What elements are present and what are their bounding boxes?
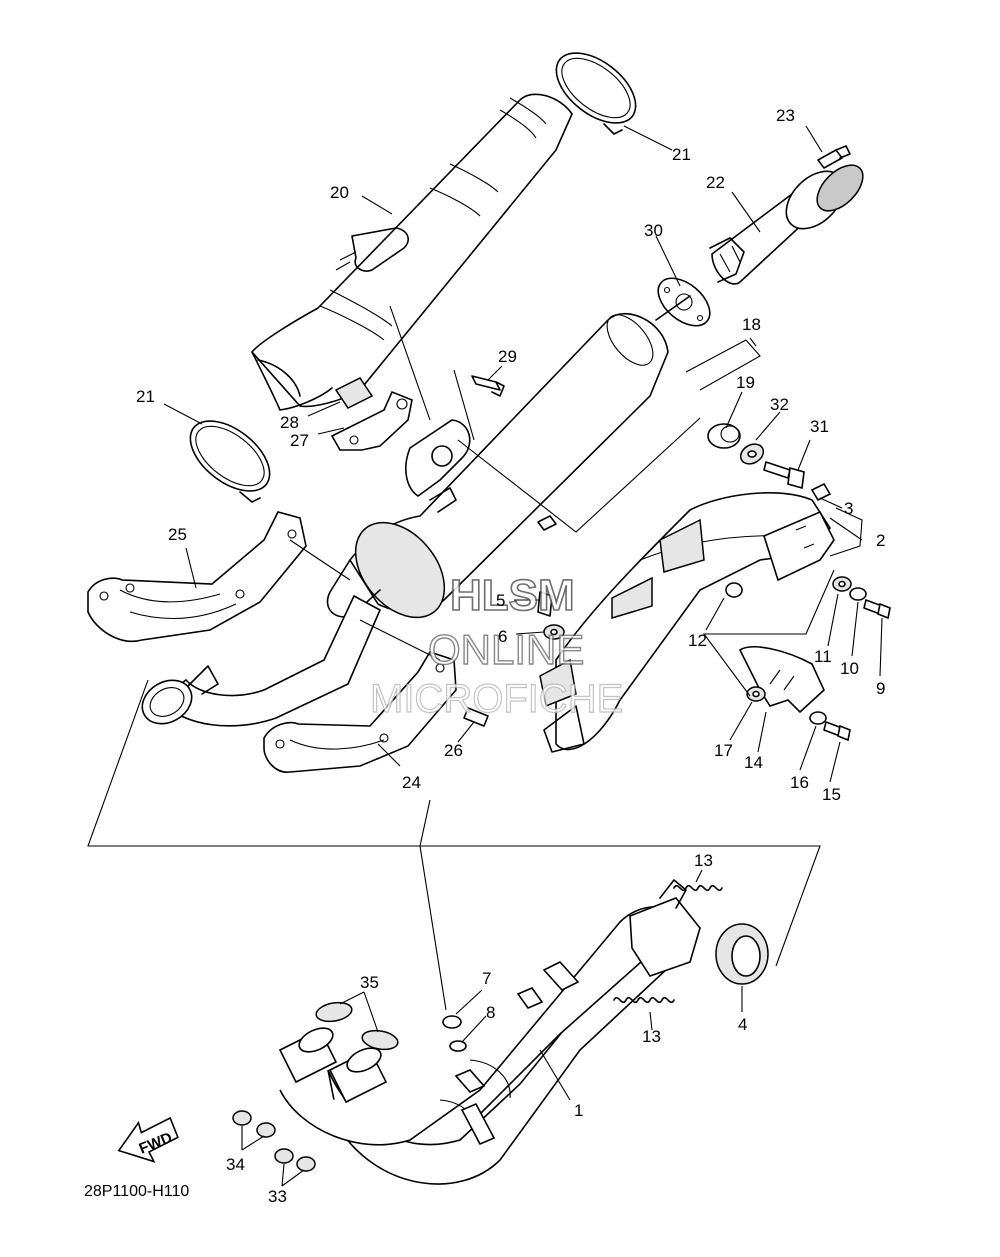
callout-28: 28 <box>280 413 299 432</box>
callouts: 1 2 3 4 5 6 7 8 9 10 11 12 13 13 14 15 1… <box>136 106 885 1206</box>
callout-22: 22 <box>706 173 725 192</box>
damper-28 <box>334 377 374 409</box>
callout-31: 31 <box>810 417 829 436</box>
bolt-23 <box>817 145 851 169</box>
gasket-7 <box>442 1015 462 1029</box>
leader-lines <box>163 125 883 1187</box>
bolt-26 <box>463 707 489 727</box>
bolt-31 <box>763 461 805 490</box>
watermark-line2: ONLINE <box>428 626 584 673</box>
muffler <box>326 295 691 619</box>
callout-25: 25 <box>168 525 187 544</box>
header-flanges <box>278 1027 388 1104</box>
collar-11 <box>832 576 852 592</box>
callout-7: 7 <box>482 969 491 988</box>
callout-30: 30 <box>644 221 663 240</box>
tail-pipe <box>709 164 864 285</box>
frame-bracket <box>539 492 832 753</box>
heat-protector <box>250 93 573 411</box>
watermark: HLSM ONLINE MICROFICHE <box>369 570 624 721</box>
callout-5: 5 <box>496 591 505 610</box>
bolt-15 <box>823 721 851 742</box>
callout-9: 9 <box>876 679 885 698</box>
callout-15: 15 <box>822 785 841 804</box>
exhaust-header <box>279 879 701 1185</box>
callout-35: 35 <box>360 973 379 992</box>
callout-24: 24 <box>402 773 421 792</box>
collar-12 <box>725 582 743 598</box>
callout-11: 11 <box>814 647 832 666</box>
gasket-30 <box>657 277 711 327</box>
bolt-9 <box>863 599 891 620</box>
spring-13b <box>613 996 675 1004</box>
callout-19: 19 <box>736 373 755 392</box>
grommet-19 <box>707 423 741 449</box>
collar-17 <box>746 686 766 702</box>
protector-24 <box>263 651 457 773</box>
bracket-27 <box>330 390 413 451</box>
collar-32 <box>739 443 765 465</box>
callout-1: 1 <box>574 1101 583 1120</box>
clamp-left <box>189 420 271 503</box>
nuts-33 <box>274 1148 316 1172</box>
washer-16 <box>809 711 827 725</box>
fwd-arrow-icon: FWD <box>117 1116 179 1163</box>
gasket-35a <box>315 1001 353 1023</box>
callout-29: 29 <box>498 347 517 366</box>
spring-13a <box>673 884 723 892</box>
callout-27: 27 <box>290 431 309 450</box>
callout-23: 23 <box>776 106 795 125</box>
diagram-code: 28P1100-H110 <box>84 1183 189 1200</box>
callout-6: 6 <box>498 627 507 646</box>
gasket-35b <box>361 1029 399 1051</box>
callout-13b: 13 <box>642 1027 661 1046</box>
callout-13a: 13 <box>694 851 713 870</box>
callout-2: 2 <box>876 531 885 550</box>
callout-21a: 21 <box>672 145 691 164</box>
bolt-5 <box>537 591 553 617</box>
bracket-14 <box>738 646 825 714</box>
callout-4: 4 <box>738 1015 747 1034</box>
plate-2 <box>763 510 835 582</box>
watermark-line3: MICROFICHE <box>370 677 623 721</box>
clamp-top <box>555 52 637 135</box>
callout-20: 20 <box>330 183 349 202</box>
callout-18: 18 <box>742 315 761 334</box>
callout-26: 26 <box>444 741 463 760</box>
callout-12: 12 <box>688 631 707 650</box>
callout-10: 10 <box>840 659 859 678</box>
callout-32: 32 <box>770 395 789 414</box>
nuts-34 <box>232 1110 276 1138</box>
callout-3: 3 <box>844 499 853 518</box>
assembly-lines <box>87 305 863 1011</box>
callout-34: 34 <box>226 1155 245 1174</box>
gasket-8 <box>449 1040 467 1052</box>
washer-10 <box>849 587 867 601</box>
nut-3 <box>810 482 832 502</box>
callout-8: 8 <box>486 1003 495 1022</box>
gasket-4 <box>715 923 769 985</box>
callout-14: 14 <box>744 753 763 772</box>
bolt-29 <box>471 375 505 397</box>
protector-25 <box>87 511 307 643</box>
mid-pipe <box>141 594 382 727</box>
watermark-line1: HLSM <box>450 571 575 620</box>
callout-33: 33 <box>268 1187 287 1206</box>
callout-17: 17 <box>714 741 733 760</box>
callout-21b: 21 <box>136 387 155 406</box>
callout-16: 16 <box>790 773 809 792</box>
